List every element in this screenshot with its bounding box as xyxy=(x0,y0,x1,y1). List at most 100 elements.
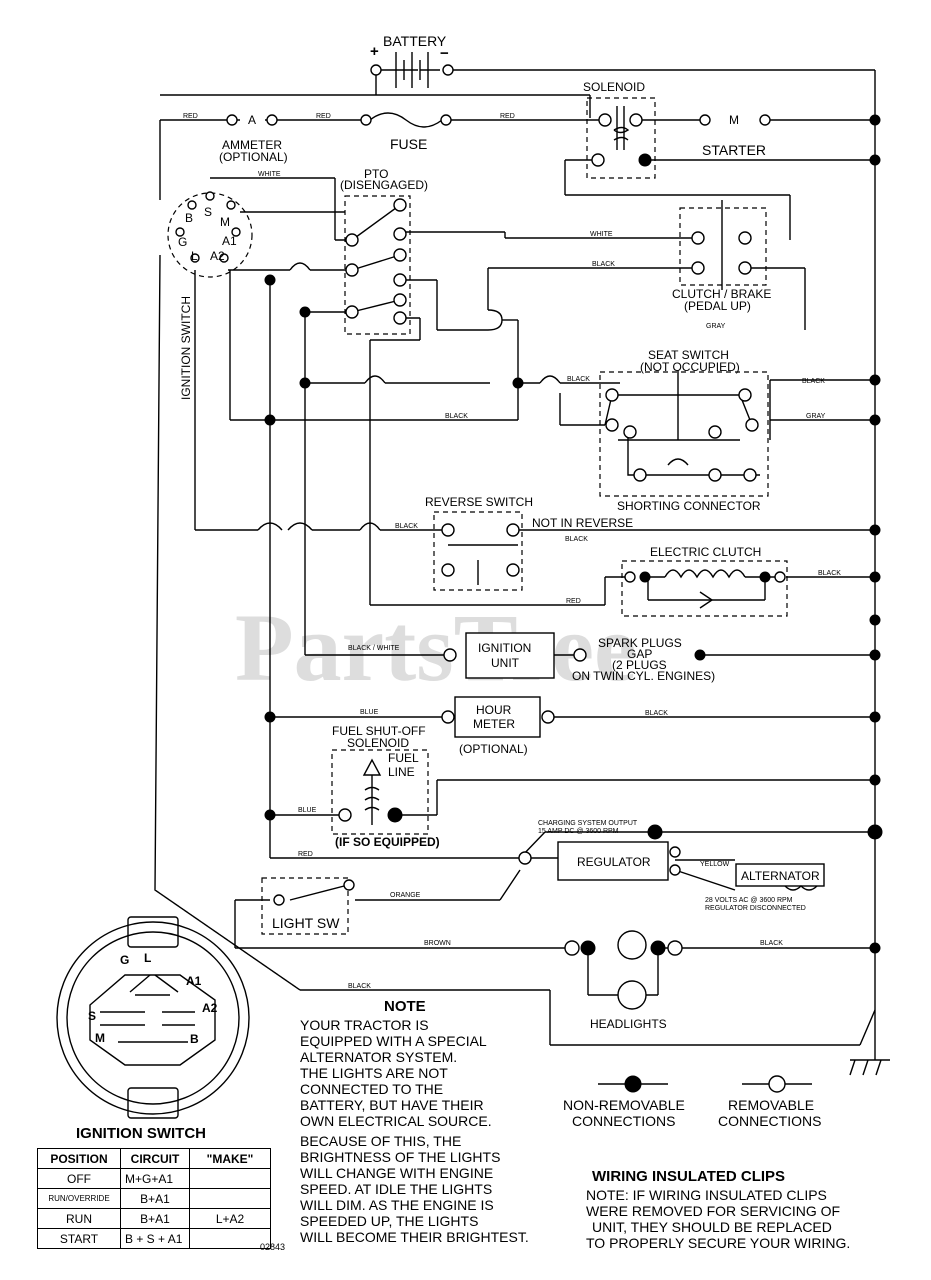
clips-line: NOTE: IF WIRING INSULATED CLIPS xyxy=(586,1187,827,1203)
table-row: RUN/OVERRIDE B+A1 xyxy=(37,1188,271,1209)
wire-color-labels: RED RED RED WHITE WHITE BLACK GRAY BLACK… xyxy=(183,113,841,990)
note-line: WILL DIM. AS THE ENGINE IS xyxy=(300,1197,494,1213)
wire-white-b: WHITE xyxy=(590,231,613,238)
alt-note-2: REGULATOR DISCONNECTED xyxy=(705,905,806,912)
note-line: YOUR TRACTOR IS xyxy=(300,1017,429,1033)
term-s: S xyxy=(204,205,212,219)
wire-black-e: BLACK xyxy=(395,523,418,530)
solenoid-label: SOLENOID xyxy=(583,80,645,94)
clips-block: WIRING INSULATED CLIPS NOTE: IF WIRING I… xyxy=(586,1168,850,1251)
ammeter-label: AMMETER xyxy=(222,138,282,152)
seat-switch-label: SEAT SWITCH xyxy=(648,348,729,362)
face-s: S xyxy=(88,1009,96,1023)
table-cell xyxy=(189,1228,271,1249)
note-line: SPEED. AT IDLE THE LIGHTS xyxy=(300,1181,492,1197)
if-so-equipped: (IF SO EQUIPPED) xyxy=(335,835,440,849)
diagram-code: 02843 xyxy=(260,1242,285,1252)
hour-meter-1: HOUR xyxy=(476,703,512,717)
pedal-up-label: (PEDAL UP) xyxy=(684,299,751,313)
note-line: OWN ELECTRICAL SOURCE. xyxy=(300,1113,492,1129)
table-cell: B+A1 xyxy=(120,1188,190,1209)
spark-2: GAP xyxy=(627,647,652,661)
term-b: B xyxy=(185,211,193,225)
wire-yellow: YELLOW xyxy=(700,861,730,868)
wire-black-white: BLACK / WHITE xyxy=(348,645,400,652)
wire-black-d: BLACK xyxy=(445,413,468,420)
face-b: B xyxy=(190,1032,199,1046)
table-header: POSITION xyxy=(37,1148,121,1169)
note-block: NOTE YOUR TRACTOR IS EQUIPPED WITH A SPE… xyxy=(300,998,529,1245)
wire-red-d: RED xyxy=(566,598,581,605)
term-a2: A2 xyxy=(210,249,225,263)
hour-meter-2: METER xyxy=(473,717,515,731)
wire-black-b: BLACK xyxy=(567,376,590,383)
reverse-switch-label: REVERSE SWITCH xyxy=(425,495,533,509)
note-line: ALTERNATOR SYSTEM. xyxy=(300,1049,457,1065)
clips-line: UNIT, THEY SHOULD BE REPLACED xyxy=(592,1219,832,1235)
note-line: BRIGHTNESS OF THE LIGHTS xyxy=(300,1149,500,1165)
light-sw-label: LIGHT SW xyxy=(272,915,340,931)
wire-black-j: BLACK xyxy=(348,983,371,990)
fuse-label: FUSE xyxy=(390,136,427,152)
table-cell xyxy=(189,1168,271,1189)
ignition-unit-2: UNIT xyxy=(491,656,520,670)
starter-label: STARTER xyxy=(702,142,766,158)
spark-1: SPARK PLUGS xyxy=(598,636,682,650)
wire-red-c: RED xyxy=(500,113,515,120)
ignition-unit-1: IGNITION xyxy=(478,641,531,655)
table-cell: B + S + A1 xyxy=(120,1228,190,1249)
spark-3: (2 PLUGS xyxy=(612,658,667,672)
wire-black-c: BLACK xyxy=(802,378,825,385)
note-line: EQUIPPED WITH A SPECIAL xyxy=(300,1033,487,1049)
table-cell: RUN/OVERRIDE xyxy=(37,1188,121,1209)
table-header: CIRCUIT xyxy=(120,1148,190,1169)
battery-label: BATTERY xyxy=(383,33,447,49)
note-title: NOTE xyxy=(384,998,426,1015)
wire-black-h: BLACK xyxy=(645,710,668,717)
wire-red-a: RED xyxy=(183,113,198,120)
wire-white-a: WHITE xyxy=(258,171,281,178)
ignition-switch-title: IGNITION SWITCH xyxy=(76,1125,206,1142)
non-removable-1: NON-REMOVABLE xyxy=(563,1097,685,1113)
ignition-switch-face: G L A1 A2 S M B xyxy=(56,916,250,1119)
battery-plus: + xyxy=(370,43,379,60)
wire-red-b: RED xyxy=(316,113,331,120)
regulator-label: REGULATOR xyxy=(577,855,651,869)
note-line: CONNECTED TO THE xyxy=(300,1081,443,1097)
table-cell: RUN xyxy=(37,1208,121,1229)
term-l: L xyxy=(191,249,198,263)
connections xyxy=(175,64,883,1093)
term-g: G xyxy=(178,235,187,249)
clutch-brake-label: CLUTCH / BRAKE xyxy=(672,287,771,301)
table-header-row: POSITION CIRCUIT "MAKE" xyxy=(37,1148,271,1169)
face-a1: A1 xyxy=(186,974,202,988)
ammeter-optional: (OPTIONAL) xyxy=(219,150,288,164)
headlights-label: HEADLIGHTS xyxy=(590,1017,667,1031)
term-a1: A1 xyxy=(222,234,237,248)
wire-blue-a: BLUE xyxy=(360,709,379,716)
table-cell: START xyxy=(37,1228,121,1249)
wire-blue-b: BLUE xyxy=(298,807,317,814)
alt-note-1: 28 VOLTS AC @ 3600 RPM xyxy=(705,897,793,904)
spark-4: ON TWIN CYL. ENGINES) xyxy=(572,669,715,683)
note-line: WILL CHANGE WITH ENGINE xyxy=(300,1165,493,1181)
wire-black-i: BLACK xyxy=(760,940,783,947)
watermark: PartsTree xyxy=(235,594,637,701)
table-cell: L+A2 xyxy=(189,1208,271,1229)
note-line: THE LIGHTS ARE NOT xyxy=(300,1065,448,1081)
labels: BATTERY + − SOLENOID A AMMETER (OPTIONAL… xyxy=(76,33,821,1252)
charging-2: 15 AMP DC @ 3600 RPM xyxy=(538,828,619,835)
table-cell: B+A1 xyxy=(120,1208,190,1229)
table-row: RUN B+A1 L+A2 xyxy=(37,1208,271,1229)
electric-clutch-label: ELECTRIC CLUTCH xyxy=(650,545,761,559)
ignition-switch-side-label: IGNITION SWITCH xyxy=(179,296,193,400)
hour-meter-optional: (OPTIONAL) xyxy=(459,742,528,756)
table-row: START B + S + A1 xyxy=(37,1228,271,1249)
table-cell xyxy=(189,1188,271,1209)
clips-title: WIRING INSULATED CLIPS xyxy=(592,1168,785,1185)
alternator-label: ALTERNATOR xyxy=(741,869,820,883)
face-a2: A2 xyxy=(202,1001,218,1015)
note-line: BATTERY, BUT HAVE THEIR xyxy=(300,1097,484,1113)
ammeter-a: A xyxy=(248,113,256,127)
